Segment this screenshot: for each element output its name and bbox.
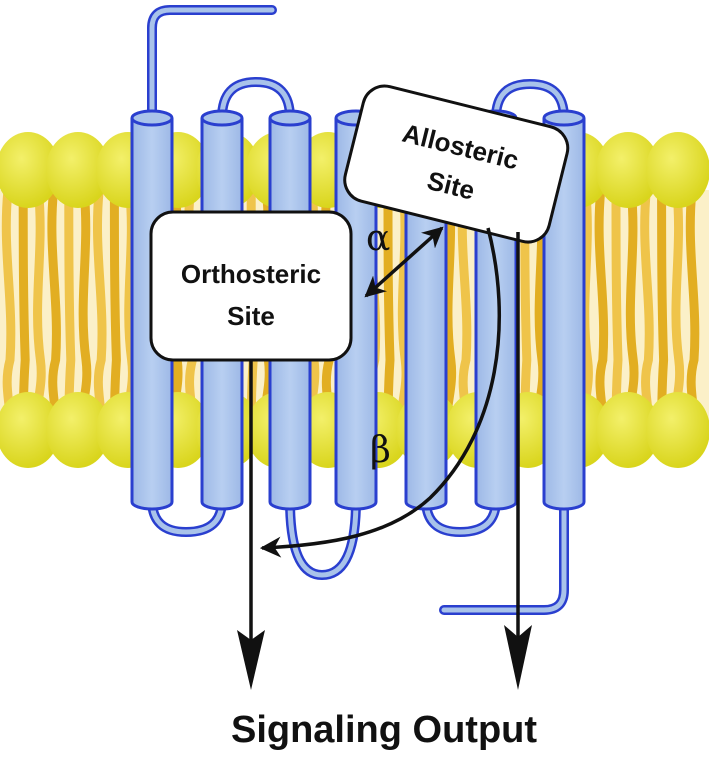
orthosteric-site: Orthosteric Site xyxy=(149,210,353,362)
alpha-arrow xyxy=(364,226,444,298)
helix-tm7 xyxy=(542,109,586,511)
orthosteric-site-line2: Site xyxy=(227,301,275,331)
lipid-head xyxy=(646,392,709,468)
lipid-tail xyxy=(611,185,623,435)
beta-symbol: β xyxy=(370,430,391,471)
lipid-head xyxy=(46,132,110,208)
lipid-tail xyxy=(640,185,654,435)
beta-arrow xyxy=(259,227,501,558)
output-arrows xyxy=(237,232,532,690)
lipid-head xyxy=(0,392,60,468)
lipid-tail xyxy=(47,185,61,435)
orthosteric-output-arrowhead xyxy=(237,630,265,690)
lipid-head xyxy=(596,392,660,468)
allosteric-site: Allosteric Site xyxy=(343,84,570,244)
lipid-head xyxy=(0,132,60,208)
n-terminus xyxy=(147,5,277,125)
lipid-head xyxy=(596,132,660,208)
lipid-tail xyxy=(442,185,457,435)
c-terminus xyxy=(439,495,569,615)
lipid-tail xyxy=(92,185,107,435)
lipid-tail xyxy=(1,185,16,435)
signaling-output-label: Signaling Output xyxy=(231,709,537,751)
lipid-head xyxy=(646,132,709,208)
cooperativity-arrows xyxy=(259,226,501,558)
allosteric-site-box xyxy=(343,84,570,244)
orthosteric-site-line1: Orthosteric xyxy=(181,259,321,289)
lipid-tail xyxy=(594,185,609,435)
lipid-head xyxy=(46,392,110,468)
lipid-tail xyxy=(657,185,669,435)
allosteric-output-arrowhead xyxy=(504,625,532,690)
lipid-tail xyxy=(685,185,700,435)
lipid-tail xyxy=(109,185,121,435)
alpha-symbol: α xyxy=(366,218,390,259)
